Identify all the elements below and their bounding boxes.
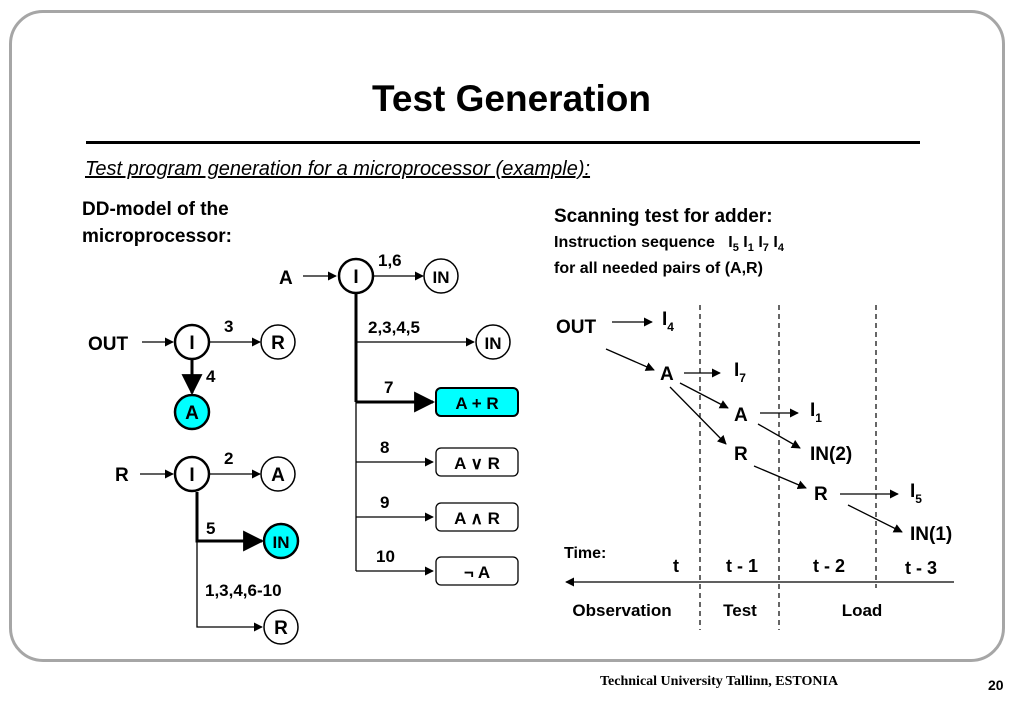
edge-label: 1,3,4,6-10 bbox=[205, 581, 282, 600]
a-graph: A I 1,6 IN 2,3,4,5 IN 7 A + R 8 A ∨ R 9 … bbox=[279, 251, 519, 586]
terminal-circle-highlighted bbox=[173, 393, 211, 431]
edge-arrow bbox=[605, 348, 655, 371]
instruction-item: I7 bbox=[758, 234, 769, 255]
terminal-label: A ∨ R bbox=[454, 454, 500, 473]
tree-in2: IN(2) bbox=[810, 444, 852, 465]
pairs-line: for all needed pairs of (A,R) bbox=[554, 260, 763, 277]
r-graph: R I 2 A 5 IN 1,3,4,6-10 R bbox=[115, 449, 300, 645]
subtitle: Test program generation for a microproce… bbox=[85, 158, 591, 180]
terminal-box-highlighted bbox=[435, 387, 519, 417]
terminal-label: R bbox=[274, 618, 288, 639]
time-step: t - 1 bbox=[726, 556, 758, 576]
edge-arrow bbox=[679, 382, 729, 409]
edge-arrow bbox=[753, 465, 807, 489]
time-step: t - 2 bbox=[813, 556, 845, 576]
instruction-prefix: Instruction sequence bbox=[554, 234, 715, 251]
node-circle bbox=[173, 455, 211, 493]
tree-in1: IN(1) bbox=[910, 524, 952, 545]
instruction-sequence-line: Instruction sequence I5 I1 I7 I4 bbox=[554, 234, 784, 254]
edge-label: 10 bbox=[376, 547, 395, 566]
terminal-label: IN bbox=[485, 334, 502, 353]
tree-a1: A bbox=[660, 364, 674, 385]
edge-label: 9 bbox=[380, 493, 389, 512]
node-circle bbox=[337, 257, 375, 295]
page-number: 20 bbox=[988, 677, 1004, 693]
edge-label: 3 bbox=[224, 317, 233, 336]
terminal-label: IN bbox=[273, 533, 290, 552]
time-label: Time: bbox=[564, 545, 606, 562]
scanning-heading: Scanning test for adder: bbox=[554, 206, 773, 227]
dd-model-heading-line1: DD-model of the bbox=[82, 199, 229, 220]
node-label: I bbox=[189, 333, 194, 354]
edge-arrow bbox=[757, 423, 801, 449]
tree-i1: I1 bbox=[810, 400, 822, 425]
edge-arrow bbox=[669, 386, 727, 445]
tree-r2: R bbox=[814, 484, 828, 505]
terminal-circle bbox=[475, 324, 511, 360]
tree-i4: I4 bbox=[662, 309, 674, 334]
terminal-label: A ∧ R bbox=[454, 509, 500, 528]
time-step: t bbox=[673, 556, 679, 576]
footer-gap bbox=[893, 662, 963, 672]
terminal-label: A bbox=[271, 465, 285, 486]
instruction-item: I4 bbox=[773, 234, 784, 255]
node-label: I bbox=[353, 267, 358, 288]
terminal-label: A + R bbox=[455, 394, 498, 413]
tree-i5: I5 bbox=[910, 481, 922, 506]
edge-label: 2 bbox=[224, 449, 233, 468]
edge-arrow bbox=[847, 504, 903, 533]
tree-out: OUT bbox=[556, 317, 597, 338]
terminal-box bbox=[435, 447, 519, 477]
terminal-circle bbox=[423, 258, 459, 294]
phase-label: Test bbox=[723, 601, 757, 620]
footer-text: Technical University Tallinn, ESTONIA bbox=[600, 674, 839, 689]
phase-label: Observation bbox=[572, 601, 671, 620]
terminal-circle bbox=[263, 609, 299, 645]
title-rule bbox=[86, 141, 920, 144]
terminal-label: ¬ A bbox=[464, 563, 490, 582]
out-input-label: OUT bbox=[88, 334, 129, 355]
edge-label: 4 bbox=[206, 367, 216, 386]
terminal-label: A bbox=[185, 403, 199, 424]
edge-label: 2,3,4,5 bbox=[368, 318, 420, 337]
out-graph: OUT I 3 R 4 A bbox=[88, 317, 296, 431]
tree-a2: A bbox=[734, 405, 748, 426]
tree-r1: R bbox=[734, 444, 748, 465]
terminal-label: R bbox=[271, 333, 285, 354]
instruction-item: I1 bbox=[743, 234, 754, 255]
terminal-circle bbox=[260, 456, 296, 492]
edge-label: 1,6 bbox=[378, 251, 402, 270]
terminal-circle bbox=[260, 324, 296, 360]
terminal-box bbox=[435, 502, 519, 532]
edge-arrow bbox=[196, 541, 263, 632]
terminal-label: IN bbox=[433, 268, 450, 287]
dd-model-heading-line2: microprocessor: bbox=[82, 226, 232, 247]
r-input-label: R bbox=[115, 465, 129, 486]
page-title: Test Generation bbox=[372, 78, 651, 119]
edge-label: 8 bbox=[380, 438, 389, 457]
scanning-tree: OUT I4 A I7 A I1 R IN(2) R I5 IN(1) Time… bbox=[556, 305, 954, 630]
node-circle bbox=[173, 323, 211, 361]
a-input-label: A bbox=[279, 268, 293, 289]
time-step: t - 3 bbox=[905, 558, 937, 578]
terminal-box bbox=[435, 556, 519, 586]
edge-label: 5 bbox=[206, 519, 215, 538]
phase-label: Load bbox=[842, 601, 883, 620]
tree-i7: I7 bbox=[734, 360, 746, 385]
instruction-item: I5 bbox=[728, 234, 739, 255]
edge-label: 7 bbox=[384, 378, 393, 397]
terminal-circle-highlighted bbox=[262, 522, 300, 560]
node-label: I bbox=[189, 465, 194, 486]
